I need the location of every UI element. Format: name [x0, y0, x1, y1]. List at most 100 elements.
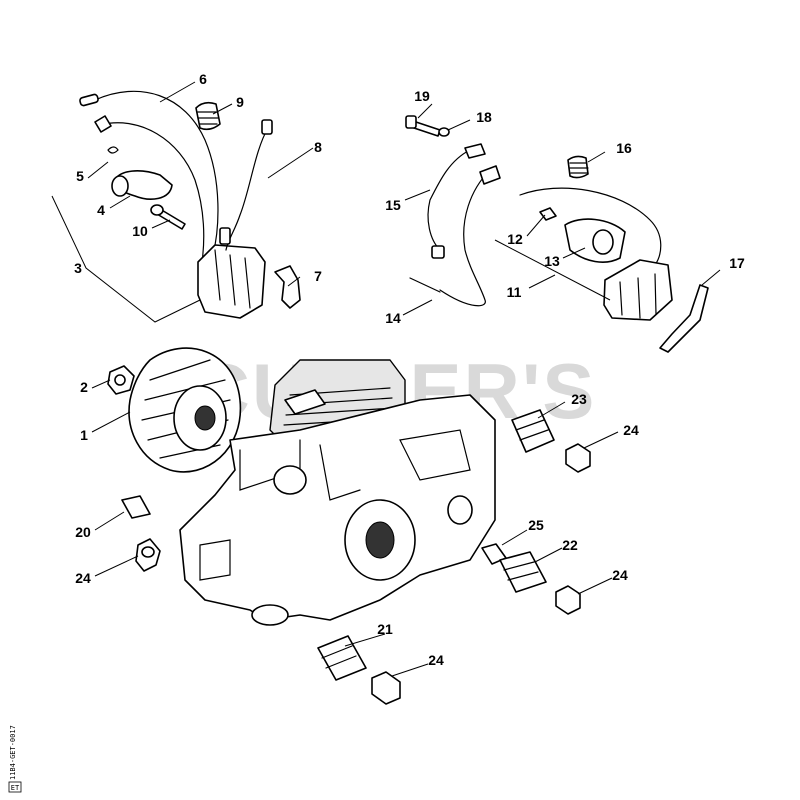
leader-24-right — [577, 577, 613, 595]
bracket-17 — [659, 284, 709, 353]
catalog-code: 11B4-GET-0017 — [9, 725, 17, 780]
flywheel-group — [107, 347, 242, 473]
callout-24-right: 24 — [612, 567, 628, 583]
washer-18 — [438, 127, 450, 137]
callout-24-left: 24 — [75, 570, 91, 586]
callout-24-bottom: 24 — [428, 652, 444, 668]
crankcase-ribs — [239, 429, 471, 501]
harness-plug-2 — [479, 165, 501, 185]
crankcase — [179, 394, 496, 621]
catalog-tag-box — [8, 781, 22, 793]
catalog-tag: ET — [11, 784, 20, 792]
spring-16-coils — [569, 162, 589, 174]
short-circuit-wire — [225, 127, 269, 251]
contact-spring — [107, 146, 119, 154]
ignition-lead-inner — [99, 122, 205, 263]
leader-15 — [404, 189, 431, 201]
leader-25 — [501, 529, 528, 546]
callout-4: 4 — [97, 202, 105, 218]
av-buffer-22 — [499, 551, 547, 593]
callout-24-top: 24 — [623, 422, 639, 438]
boot-end — [111, 175, 129, 197]
leader-24-top — [583, 431, 619, 449]
lead-terminal — [94, 115, 112, 133]
leader-17 — [701, 269, 721, 286]
compression-spring — [195, 101, 221, 131]
leader-14 — [402, 299, 433, 316]
callout-23: 23 — [571, 391, 587, 407]
boot-13-cap — [592, 229, 614, 255]
ignition-module-assembly-alt — [405, 115, 709, 353]
av-buffer-22-ribs — [503, 561, 539, 581]
flywheel-hub — [194, 405, 216, 431]
side-port — [199, 539, 231, 581]
callout-3: 3 — [74, 260, 82, 276]
leader-9 — [212, 103, 233, 115]
callout-19: 19 — [414, 88, 430, 104]
lead-11 — [519, 187, 662, 266]
callout-5: 5 — [76, 168, 84, 184]
leader-11b — [528, 274, 556, 289]
callout-11: 11 — [507, 284, 522, 300]
leader-lines — [51, 81, 721, 677]
crankcase-group — [179, 359, 496, 626]
boss-left — [273, 465, 307, 495]
leader-18 — [447, 119, 471, 131]
leader-12 — [526, 214, 546, 237]
coil-laminations — [214, 249, 251, 309]
callout-6: 6 — [199, 71, 207, 87]
lead-connector — [79, 93, 99, 107]
leader-16 — [587, 151, 606, 163]
callouts: 6 9 8 5 4 10 3 7 19 18 15 16 12 13 11 17… — [74, 71, 745, 668]
callout-14: 14 — [385, 310, 401, 326]
cap-24-left-bore — [141, 546, 155, 558]
callout-1: 1 — [80, 427, 88, 443]
leader-7 — [287, 276, 301, 287]
leader-24-bottom — [391, 663, 429, 677]
nut-bore — [114, 374, 126, 386]
screw-head — [150, 204, 164, 216]
callout-25: 25 — [528, 517, 544, 533]
leader-5 — [87, 161, 109, 179]
callout-16: 16 — [616, 140, 632, 156]
wire-14 — [409, 277, 441, 293]
leader-22 — [534, 547, 563, 563]
wire-clip — [274, 265, 301, 309]
crank-bore — [365, 521, 395, 559]
callout-13: 13 — [544, 253, 560, 269]
leader-24-left — [94, 555, 139, 577]
wire-terminal — [219, 227, 231, 245]
module-11-fins — [619, 273, 657, 319]
leader-10 — [151, 219, 171, 229]
leader-19 — [417, 103, 433, 119]
harness-plug — [464, 143, 486, 159]
callout-22: 22 — [562, 537, 578, 553]
callout-17: 17 — [729, 255, 745, 271]
callout-15: 15 — [385, 197, 401, 213]
wire-15-b — [439, 169, 491, 307]
callout-8: 8 — [314, 139, 322, 155]
ignition-module-assembly — [79, 90, 301, 319]
harness-connector — [431, 245, 445, 259]
leader-4 — [109, 195, 131, 209]
plug-20 — [121, 495, 151, 519]
lower-boss — [251, 604, 289, 626]
leader-8 — [267, 147, 314, 179]
spring-coils — [197, 111, 219, 125]
ignition-coil — [197, 244, 266, 319]
callout-2: 2 — [80, 379, 88, 395]
cap-24-top — [565, 443, 591, 473]
wire-connector — [261, 119, 273, 135]
cap-24-bottom — [371, 671, 401, 705]
callout-21: 21 — [377, 621, 393, 637]
callout-10: 10 — [132, 223, 148, 239]
spark-plug — [284, 389, 326, 415]
left-small-parts — [121, 495, 161, 572]
callout-9: 9 — [236, 94, 244, 110]
boss-right — [447, 495, 473, 525]
av-buffer-23-ribs — [515, 419, 549, 441]
callout-18: 18 — [476, 109, 492, 125]
leader-11 — [494, 239, 611, 301]
av-elements — [317, 409, 591, 705]
